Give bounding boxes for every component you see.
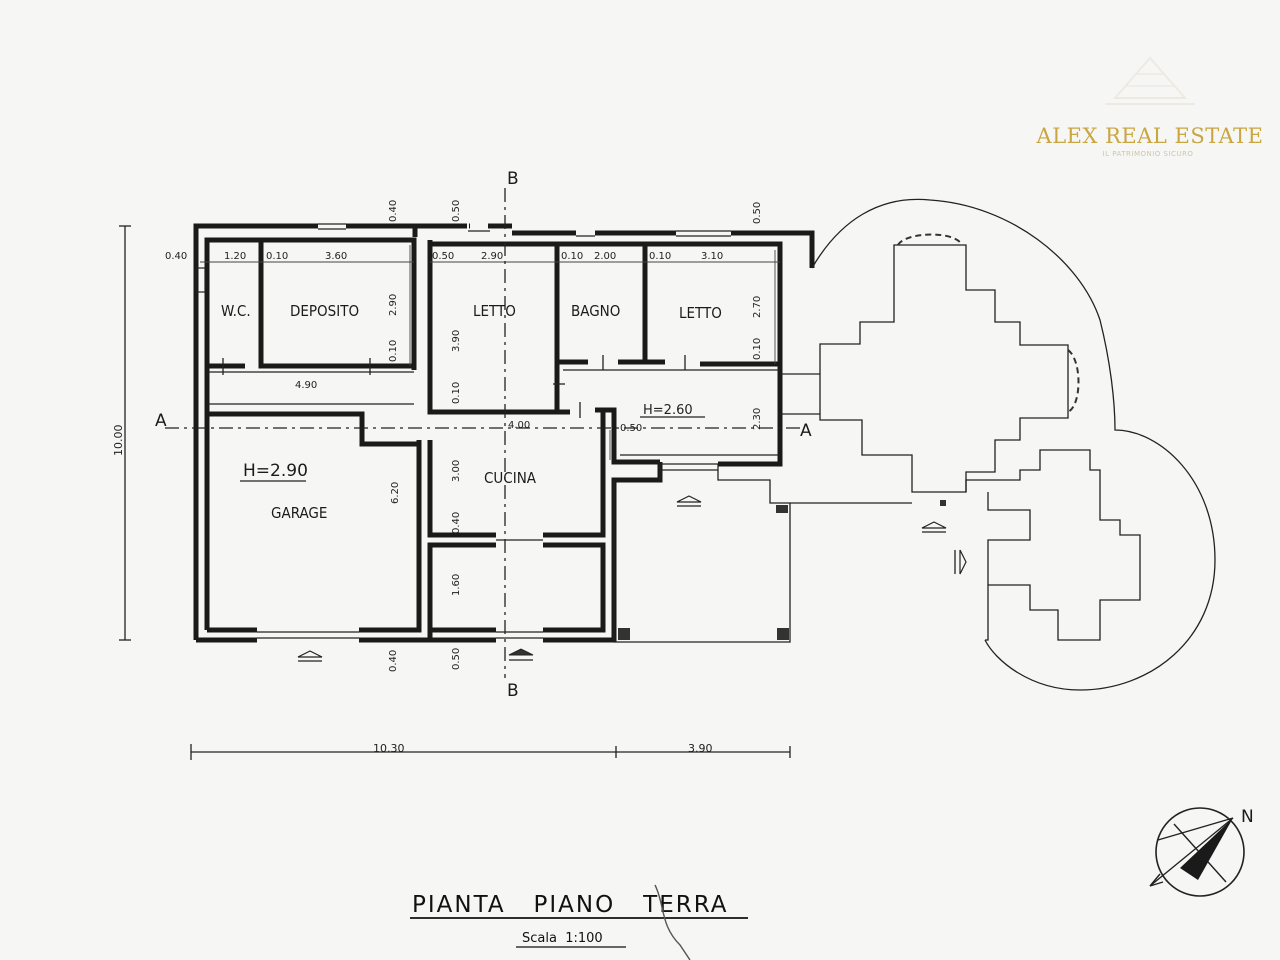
dim-0-50: 0.50 <box>451 648 462 670</box>
room-label-wc: W.C. <box>221 302 251 320</box>
dim-0-10: 0.10 <box>451 382 462 404</box>
dim-2-90: 2.90 <box>481 251 503 262</box>
entrance-arrow-icon <box>954 549 967 575</box>
entrance-arrow-icon <box>676 495 702 507</box>
paper-crease <box>654 884 691 960</box>
house-outer-walls <box>193 223 815 643</box>
dim-0-50: 0.50 <box>451 200 462 222</box>
dim-3-90: 3.90 <box>688 742 713 755</box>
dim-0-50: 0.50 <box>432 251 454 262</box>
dim-3-00: 3.00 <box>451 460 462 482</box>
brand-logo-icon <box>1105 56 1195 105</box>
dim-2-70: 2.70 <box>752 296 763 318</box>
brand-tagline: IL PATRIMONIO SICURO <box>1102 150 1194 158</box>
room-label-letto: LETTO <box>679 304 722 322</box>
section-marker-b: B <box>507 169 519 189</box>
dim-2-00: 2.00 <box>594 251 616 262</box>
dim-0-10: 0.10 <box>266 251 288 262</box>
dim-0-50: 0.50 <box>620 423 642 434</box>
plan-title: PIANTA PIANO TERRA <box>412 892 729 918</box>
section-marker-a: A <box>155 411 167 431</box>
dim-1-20: 1.20 <box>224 251 246 262</box>
north-arrow-icon <box>1149 807 1245 897</box>
dim-10-30: 10.30 <box>373 742 405 755</box>
north-label: N <box>1241 807 1254 827</box>
dim-0-10: 0.10 <box>561 251 583 262</box>
dim-0-10: 0.10 <box>752 338 763 360</box>
section-lines <box>165 188 800 678</box>
entrance-arrow-icon <box>297 650 323 662</box>
dimension-lines <box>119 225 791 760</box>
dim-2-90: 2.90 <box>388 294 399 316</box>
room-label-deposito: DEPOSITO <box>290 302 359 320</box>
dim-1-60: 1.60 <box>451 574 462 596</box>
garden-outline <box>811 198 1216 691</box>
dim-3-90: 3.90 <box>451 330 462 352</box>
room-label-bagno: BAGNO <box>571 302 620 320</box>
dim-3-60: 3.60 <box>325 251 347 262</box>
dim-0-40: 0.40 <box>451 512 462 534</box>
section-marker-a: A <box>800 421 812 441</box>
section-marker-b: B <box>507 681 519 701</box>
windows <box>195 223 731 639</box>
inner-lines <box>200 245 820 460</box>
house-height-label: H=2.60 <box>643 403 693 418</box>
room-label-letto: LETTO <box>473 302 516 320</box>
entrance-markers <box>297 495 967 662</box>
dim-0-50: 0.50 <box>752 202 763 224</box>
dim-0-10: 0.10 <box>388 340 399 362</box>
dim-2-30: 2.30 <box>752 408 763 430</box>
room-label-garage: GARAGE <box>271 504 327 522</box>
entrance-arrow-icon <box>921 521 947 533</box>
porch <box>613 463 912 643</box>
plan-scale: Scala 1:100 <box>522 931 603 946</box>
dim-10-00: 10.00 <box>112 425 125 457</box>
dim-0-40: 0.40 <box>388 200 399 222</box>
dim-4-00: 4.00 <box>508 420 530 431</box>
room-label-cucina: CUCINA <box>484 469 537 487</box>
dim-0-40: 0.40 <box>165 251 187 262</box>
dim-6-20: 6.20 <box>390 482 401 504</box>
dim-4-90: 4.90 <box>295 380 317 391</box>
dim-3-10: 3.10 <box>701 251 723 262</box>
entrance-arrow-icon <box>508 648 534 661</box>
dim-0-40: 0.40 <box>388 650 399 672</box>
dim-0-10: 0.10 <box>649 251 671 262</box>
interior-walls <box>207 240 783 538</box>
brand-name: ALEX REAL ESTATE <box>1036 124 1264 148</box>
garage-height-label: H=2.90 <box>243 461 308 481</box>
